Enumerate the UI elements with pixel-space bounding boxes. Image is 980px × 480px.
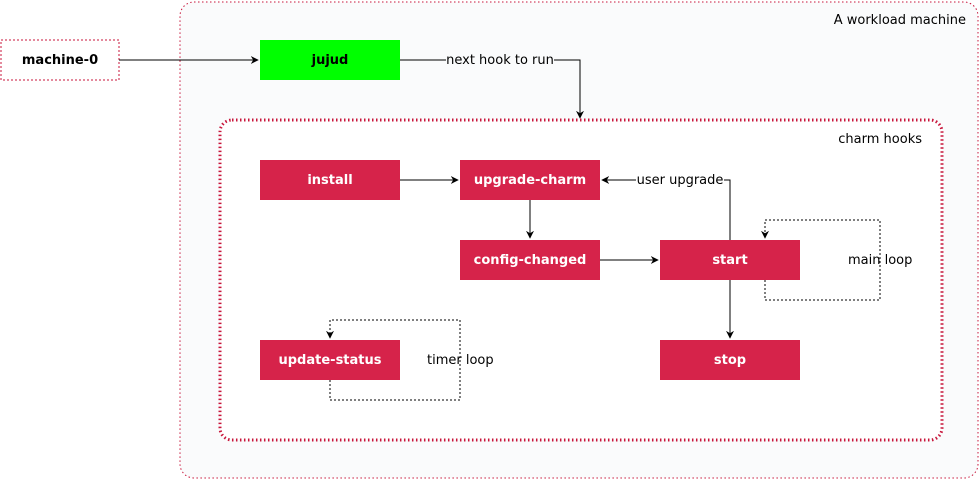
timer-loop-arrow bbox=[326, 319, 461, 401]
config-changed-label: config-changed bbox=[474, 253, 587, 268]
next-hook-label: next hook to run bbox=[446, 53, 554, 68]
user-upgrade-label: user upgrade bbox=[637, 173, 724, 188]
main-loop-label: main loop bbox=[848, 253, 912, 268]
install-hook[interactable]: install bbox=[260, 160, 400, 200]
next-hook-label-bg bbox=[446, 51, 554, 69]
stop-hook[interactable]: stop bbox=[660, 340, 800, 380]
stop-label: stop bbox=[714, 353, 746, 368]
main-loop-arrow bbox=[761, 219, 881, 301]
install-label: install bbox=[307, 173, 352, 188]
jujud-node[interactable]: jujud bbox=[260, 40, 400, 80]
charm-hooks-title: charm hooks bbox=[838, 132, 922, 147]
jujud-label: jujud bbox=[311, 53, 349, 68]
user-upgrade-label-bg bbox=[636, 171, 724, 189]
start-label: start bbox=[712, 253, 747, 268]
upgrade-charm-hook[interactable]: upgrade-charm bbox=[460, 160, 600, 200]
config-changed-hook[interactable]: config-changed bbox=[460, 240, 600, 280]
machine-0-label: machine-0 bbox=[22, 53, 98, 68]
machine-0-node[interactable]: machine-0 bbox=[0, 39, 120, 81]
timer-loop-label: timer loop bbox=[427, 353, 494, 368]
update-status-label: update-status bbox=[279, 353, 382, 368]
upgrade-charm-label: upgrade-charm bbox=[474, 173, 586, 188]
workload-machine-title: A workload machine bbox=[834, 13, 966, 28]
update-status-hook[interactable]: update-status bbox=[260, 340, 400, 380]
start-hook[interactable]: start bbox=[660, 240, 800, 280]
